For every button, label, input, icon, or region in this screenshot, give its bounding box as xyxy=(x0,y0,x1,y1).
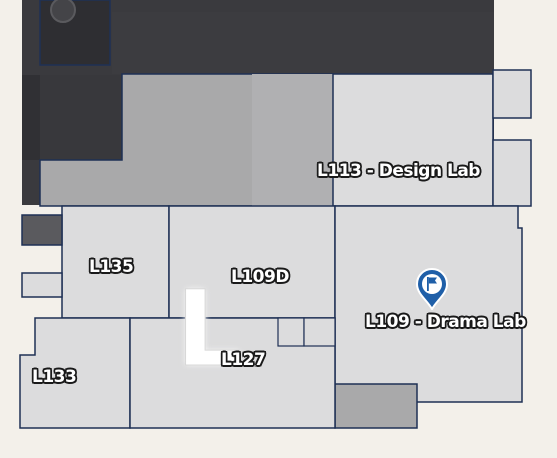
small-dark-room xyxy=(21,214,63,246)
room-l135[interactable] xyxy=(61,205,170,319)
room-label-l113[interactable]: L113 - Design Lab xyxy=(317,161,480,181)
dark-stair-block xyxy=(22,75,40,160)
closet-a[interactable] xyxy=(277,317,305,347)
room-l113[interactable] xyxy=(332,73,494,207)
dark-corridor xyxy=(112,12,494,74)
flag-pin-icon[interactable] xyxy=(415,268,449,312)
room-label-l127[interactable]: L127 xyxy=(221,350,266,370)
room-label-l133[interactable]: L133 xyxy=(32,367,77,387)
room-l109d[interactable] xyxy=(168,205,336,319)
closet-b[interactable] xyxy=(303,317,336,347)
dark-fixture xyxy=(50,0,76,23)
room-small-e2[interactable] xyxy=(492,139,532,207)
room-label-l109[interactable]: L109 - Drama Lab xyxy=(365,312,526,332)
gray-inner xyxy=(252,74,333,206)
floor-marker: L xyxy=(176,268,242,390)
gray-storage xyxy=(334,383,418,429)
small-closet[interactable] xyxy=(21,272,63,298)
room-label-l135[interactable]: L135 xyxy=(89,257,134,277)
room-label-l109d[interactable]: L109D xyxy=(231,267,289,287)
room-small-e1[interactable] xyxy=(492,69,532,119)
